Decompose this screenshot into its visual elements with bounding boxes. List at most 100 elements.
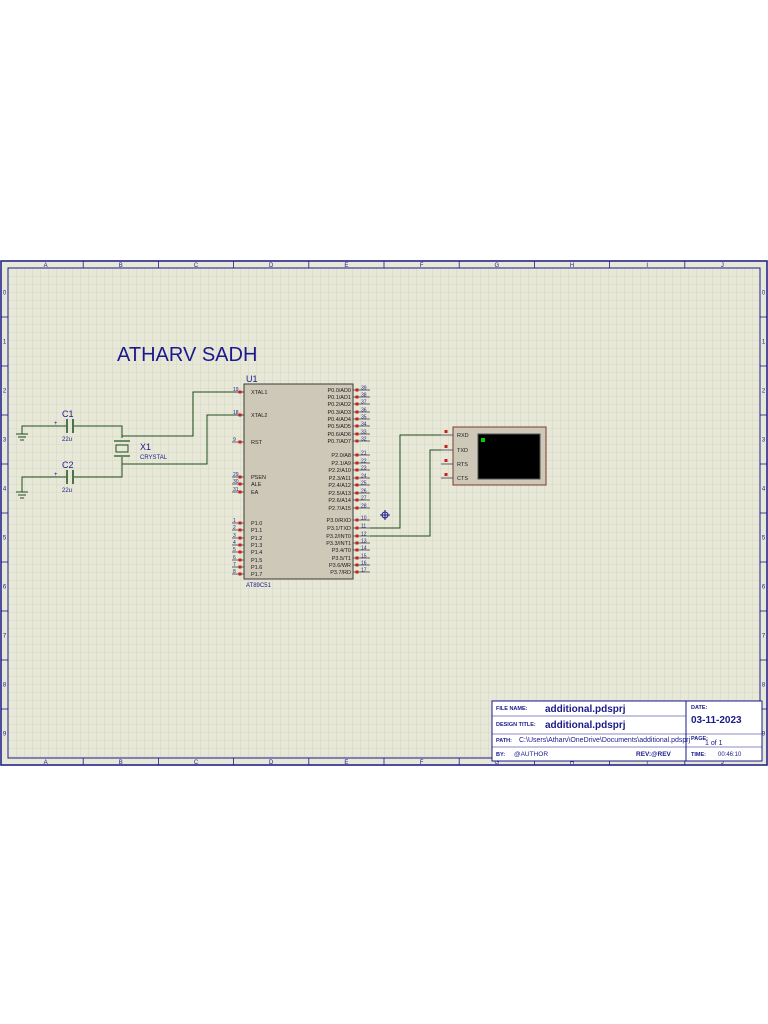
pin-number: 10 xyxy=(361,516,367,522)
terminal-pins: RXD TXD RTS CTS xyxy=(441,430,469,482)
schematic-title: ATHARV SADH xyxy=(117,344,257,366)
pin-name: P3.4/T0 xyxy=(332,548,351,554)
virtual-terminal[interactable]: RXD TXD RTS CTS xyxy=(441,426,547,486)
u1-pin-p3-4-t0[interactable]: 14 P3.4/T0 xyxy=(332,546,370,555)
pin-number: 14 xyxy=(361,546,367,552)
pin-number: 22 xyxy=(361,459,367,465)
file-name-label: FILE NAME: xyxy=(496,706,528,712)
c2-plus-marker: + xyxy=(54,472,58,478)
pin-name: P0.4/AD4 xyxy=(327,417,351,423)
crystal-x1[interactable]: X1 CRYSTAL xyxy=(114,440,168,461)
pin-name: P2.0/A8 xyxy=(331,453,351,459)
terminal-pin-txd[interactable]: TXD xyxy=(441,445,468,454)
row-label-right: 9 xyxy=(762,732,766,738)
pin-name: P0.3/AD3 xyxy=(327,410,351,416)
terminal-pin-rxd[interactable]: RXD xyxy=(441,430,469,439)
time-value: 00:46:10 xyxy=(718,752,742,758)
pin-name: P0.0/AD0 xyxy=(327,388,351,394)
row-label-right: 0 xyxy=(762,291,766,297)
c1-value: 22u xyxy=(62,437,72,443)
u1-pin-p0-4-ad4[interactable]: 35 P0.4/AD4 xyxy=(327,415,370,424)
design-title-value: additional.pdsprj xyxy=(545,720,626,731)
wire-c1-ground xyxy=(21,425,66,434)
pin-number: 25 xyxy=(361,481,367,487)
pin-name: P0.2/AD2 xyxy=(327,402,351,408)
pin-name: P1.0 xyxy=(251,521,262,527)
crosshair-cursor-icon xyxy=(380,510,390,520)
column-label-bottom: H xyxy=(570,760,574,766)
capacitor-c2[interactable]: C2 22u + xyxy=(54,460,74,494)
capacitor-c1[interactable]: C1 22u + xyxy=(54,409,74,443)
column-label-top: C xyxy=(194,263,199,269)
date-value: 03-11-2023 xyxy=(691,715,742,726)
pin-name: P1.1 xyxy=(251,528,262,534)
row-label-right: 5 xyxy=(762,536,766,542)
pin-name: P0.1/AD1 xyxy=(327,395,351,401)
pin-number: 13 xyxy=(361,539,367,545)
column-label-bottom: A xyxy=(44,760,48,766)
x1-ref: X1 xyxy=(140,442,151,452)
ground-symbol-2 xyxy=(16,491,28,499)
pin-name: P0.7/AD7 xyxy=(327,439,351,445)
c1-ref: C1 xyxy=(62,409,74,419)
pin-number: 28 xyxy=(361,504,367,510)
pin-number: 27 xyxy=(361,496,367,502)
column-label-bottom: C xyxy=(194,760,199,766)
terminal-led-icon xyxy=(481,438,485,442)
pin-name: ALE xyxy=(251,482,262,488)
row-label-right: 1 xyxy=(762,340,766,346)
pin-name: P3.6/WR xyxy=(329,563,351,569)
wire-c1-crystal xyxy=(74,425,123,438)
ground-symbol-1 xyxy=(16,433,28,441)
pin-name: P3.1/TXD xyxy=(327,526,351,532)
pin-number: 35 xyxy=(361,415,367,421)
pin-number: 1 xyxy=(233,518,236,524)
u1-pin-p0-1-ad1[interactable]: 38 P0.1/AD1 xyxy=(327,393,370,402)
terminal-screen xyxy=(477,433,541,480)
pin-number: 38 xyxy=(361,393,367,399)
terminal-pin-rts[interactable]: RTS xyxy=(441,459,468,468)
x1-value: CRYSTAL xyxy=(140,455,168,461)
pin-number: 2 xyxy=(233,525,236,531)
pin-number: 18 xyxy=(233,410,239,416)
terminal-pin-cts[interactable]: CTS xyxy=(441,473,468,482)
